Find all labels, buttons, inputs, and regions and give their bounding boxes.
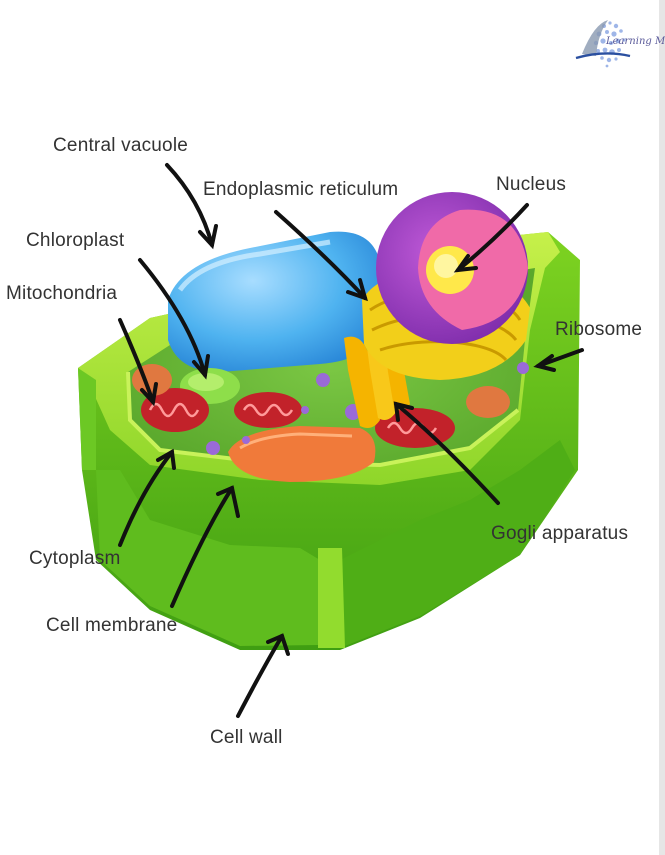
arrow-cytoplasm xyxy=(118,450,174,547)
arrow-chloroplast xyxy=(138,258,207,377)
storage-granule xyxy=(228,426,376,482)
arrow-endoplasmic-reticulum xyxy=(274,210,367,300)
arrow-cell-membrane xyxy=(170,486,234,608)
nucleus xyxy=(376,192,528,344)
label-arrows xyxy=(118,163,584,718)
label-mitochondria: Mitochondria xyxy=(6,283,118,304)
label-ribosome: Ribosome xyxy=(555,319,643,340)
label-golgi-apparatus: Gogli apparatus xyxy=(491,523,629,544)
arrow-golgi-apparatus xyxy=(394,402,500,505)
page-edge-strip xyxy=(659,0,665,855)
arrow-cell-wall xyxy=(236,634,284,718)
central-vacuole xyxy=(168,231,380,372)
logo-text: Learning Minds xyxy=(606,36,665,47)
arrow-nucleus xyxy=(456,203,529,272)
label-cell-membrane: Cell membrane xyxy=(46,615,178,636)
label-cell-wall: Cell wall xyxy=(210,727,283,748)
arrow-central-vacuole xyxy=(165,163,214,247)
label-chloroplast: Chloroplast xyxy=(26,230,125,251)
label-endoplasmic-reticulum: Endoplasmic reticulum xyxy=(203,179,399,200)
arrow-mitochondria xyxy=(118,318,155,404)
label-central-vacuole: Central vacuole xyxy=(53,135,189,156)
label-cytoplasm: Cytoplasm xyxy=(29,548,121,569)
learning-minds-logo xyxy=(574,14,660,74)
label-nucleus: Nucleus xyxy=(496,174,567,195)
